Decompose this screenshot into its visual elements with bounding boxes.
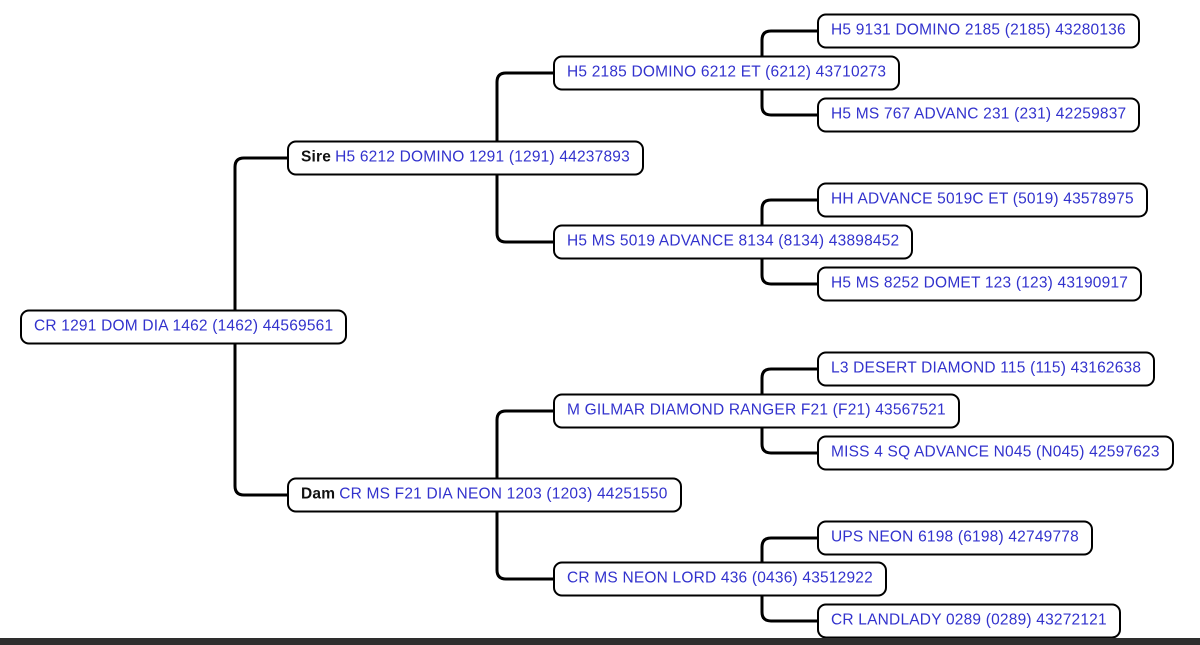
connector-animal-dam <box>233 344 287 497</box>
node-animal-label: CR 1291 DOM DIA 1462 (1462) 44569561 <box>34 317 334 335</box>
connector-siredam-sds <box>760 198 817 225</box>
connector-siresire-ssd <box>760 90 817 117</box>
connector-animal-sire <box>233 156 287 310</box>
node-dam-dam-label: CR MS NEON LORD 436 (0436) 43512922 <box>567 569 873 587</box>
node-dam-dam-dam-label: CR LANDLADY 0289 (0289) 43272121 <box>831 611 1107 629</box>
node-sire-dam-sire-label: HH ADVANCE 5019C ET (5019) 43578975 <box>831 190 1134 208</box>
node-dam-sire-label: M GILMAR DIAMOND RANGER F21 (F21) 435675… <box>567 401 946 419</box>
node-sire-sire-sire[interactable]: H5 9131 DOMINO 2185 (2185) 43280136 <box>817 13 1140 49</box>
node-sire-dam-dam-label: H5 MS 8252 DOMET 123 (123) 43190917 <box>831 274 1129 292</box>
node-sire-sire-label: H5 2185 DOMINO 6212 ET (6212) 43710273 <box>567 63 887 81</box>
node-sire-dam-dam[interactable]: H5 MS 8252 DOMET 123 (123) 43190917 <box>817 266 1143 302</box>
node-sire-dam[interactable]: H5 MS 5019 ADVANCE 8134 (8134) 43898452 <box>553 224 914 260</box>
node-sire-sire-dam[interactable]: H5 MS 767 ADVANC 231 (231) 42259837 <box>817 97 1141 133</box>
node-dam-dam-dam[interactable]: CR LANDLADY 0289 (0289) 43272121 <box>817 603 1121 639</box>
connector-dam-damsire <box>495 409 553 478</box>
connector-damsire-dss <box>760 367 817 394</box>
node-sire-sire-dam-label: H5 MS 767 ADVANC 231 (231) 42259837 <box>831 105 1127 123</box>
node-dam-sire[interactable]: M GILMAR DIAMOND RANGER F21 (F21) 435675… <box>553 393 960 429</box>
node-sire-dam-label: H5 MS 5019 ADVANCE 8134 (8134) 43898452 <box>567 232 900 250</box>
connector-sire-siresire <box>495 71 553 141</box>
bottom-edge-bar <box>0 638 1200 645</box>
connector-siredam-sdd <box>760 259 817 286</box>
node-dam-sire-dam[interactable]: MISS 4 SQ ADVANCE N045 (N045) 42597623 <box>817 435 1174 471</box>
connector-sire-siredam <box>495 175 553 244</box>
node-sire-sire-sire-label: H5 9131 DOMINO 2185 (2185) 43280136 <box>831 21 1126 39</box>
node-dam-dam-sire[interactable]: UPS NEON 6198 (6198) 42749778 <box>817 520 1093 556</box>
connector-damdam-dds <box>760 536 817 562</box>
node-dam-sire-sire-label: L3 DESERT DIAMOND 115 (115) 43162638 <box>831 359 1142 377</box>
node-dam-sire-sire[interactable]: L3 DESERT DIAMOND 115 (115) 43162638 <box>817 351 1156 387</box>
node-sire-label: H5 6212 DOMINO 1291 (1291) 44237893 <box>335 148 630 166</box>
node-dam-dam[interactable]: CR MS NEON LORD 436 (0436) 43512922 <box>553 561 887 597</box>
node-sire-sire[interactable]: H5 2185 DOMINO 6212 ET (6212) 43710273 <box>553 55 901 91</box>
dam-relation-label: Dam <box>301 485 336 503</box>
connector-damdam-ddd <box>760 596 817 623</box>
node-dam-label: CR MS F21 DIA NEON 1203 (1203) 44251550 <box>339 485 668 503</box>
connector-dam-damdam <box>495 512 553 581</box>
node-dam-dam-sire-label: UPS NEON 6198 (6198) 42749778 <box>831 528 1079 546</box>
node-sire-dam-sire[interactable]: HH ADVANCE 5019C ET (5019) 43578975 <box>817 182 1148 218</box>
connector-siresire-sss <box>760 29 817 56</box>
node-dam-sire-dam-label: MISS 4 SQ ADVANCE N045 (N045) 42597623 <box>831 443 1160 461</box>
sire-relation-label: Sire <box>301 148 332 166</box>
connector-damsire-dsd <box>760 428 817 455</box>
node-animal[interactable]: CR 1291 DOM DIA 1462 (1462) 44569561 <box>20 309 348 345</box>
